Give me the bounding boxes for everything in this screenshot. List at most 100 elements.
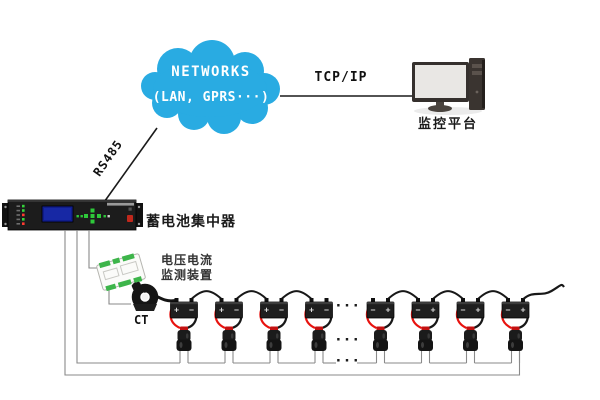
- series-wire: [235, 290, 268, 300]
- sensor-lower-body: [176, 339, 192, 351]
- polarity-mark: +: [219, 306, 224, 315]
- sensor-lower-body: [463, 339, 478, 351]
- polarity-mark: +: [386, 306, 391, 315]
- series-wire: [190, 290, 223, 300]
- polarity-mark: +: [264, 306, 269, 315]
- battery-terminal: [279, 298, 284, 303]
- battery-terminal: [431, 298, 435, 303]
- sensor-highlight: [376, 342, 379, 348]
- sensor-lower-body: [266, 339, 282, 351]
- battery-terminal: [461, 298, 465, 303]
- battery-top-highlight: [170, 302, 198, 305]
- battery-unit: +−: [169, 290, 223, 330]
- sensor-lower-body: [418, 339, 433, 351]
- sensor-upper-body: [374, 330, 387, 342]
- sensor-highlight: [179, 342, 183, 348]
- bus-row-ellipsis: ···: [336, 351, 362, 370]
- sensor-highlight: [269, 342, 273, 348]
- battery-terminal: [371, 298, 375, 303]
- battery-unit: −+: [365, 290, 419, 330]
- power-button: [127, 215, 133, 222]
- series-wire: [280, 290, 313, 300]
- sensor-highlight: [224, 342, 228, 348]
- rs485-line: [96, 127, 158, 213]
- battery-unit: +−: [304, 298, 333, 330]
- battery-concentrator-device: [2, 199, 143, 231]
- sensor-highlight: [275, 333, 279, 339]
- battery-terminal: [416, 298, 420, 303]
- status-led-column: [16, 204, 25, 225]
- sensor-lower-body: [311, 339, 327, 351]
- battery-top-highlight: [305, 302, 333, 305]
- battery-sensor-unit: [221, 326, 237, 363]
- battery-sensor-unit: [508, 326, 523, 363]
- battery-top-highlight: [457, 302, 484, 305]
- panel-model-text: [107, 202, 134, 206]
- polarity-mark: +: [476, 306, 481, 315]
- daisy-bus-start-line: [76, 230, 180, 364]
- sensor-highlight: [517, 333, 520, 339]
- battery-terminal: [324, 298, 329, 303]
- battery-unit: −+: [455, 290, 509, 330]
- polarity-mark: −: [189, 306, 194, 315]
- sensor-highlight: [230, 333, 234, 339]
- keypad-buttons: [76, 208, 110, 224]
- battery-terminal: [174, 298, 179, 303]
- battery-top-highlight: [412, 302, 439, 305]
- battery-terminal: [219, 298, 224, 303]
- sensor-upper-body: [177, 330, 191, 342]
- sensor-lower-body: [373, 339, 388, 351]
- battery-top-highlight: [260, 302, 288, 305]
- module-to-ct-line: [108, 287, 131, 305]
- sensor-upper-body: [222, 330, 236, 342]
- monitor-computer-icon: [412, 58, 485, 115]
- sensor-upper-body: [267, 330, 281, 342]
- module-label-line1: 电压电流: [161, 253, 214, 267]
- monitor-station-label: 监控平台: [417, 116, 478, 131]
- polarity-mark: +: [174, 306, 179, 315]
- polarity-mark: −: [461, 306, 466, 315]
- polarity-mark: −: [416, 306, 421, 315]
- sensor-highlight: [466, 342, 469, 348]
- sensor-highlight: [185, 333, 189, 339]
- sensor-upper-body: [312, 330, 326, 342]
- polarity-mark: −: [279, 306, 284, 315]
- sensor-highlight: [320, 333, 324, 339]
- battery-sensor-unit: [311, 326, 327, 363]
- module-label-line2: 监测装置: [161, 268, 214, 282]
- sensor-lower-body: [508, 339, 523, 351]
- sensor-row-ellipsis: ···: [336, 330, 362, 349]
- return-bus-line: [64, 230, 521, 376]
- battery-top-highlight: [215, 302, 243, 305]
- sensor-upper-body: [419, 330, 432, 342]
- battery-top-highlight: [367, 302, 394, 305]
- battery-sensor-unit: [463, 326, 478, 363]
- battery-terminal: [506, 298, 510, 303]
- lcd-display: [41, 205, 74, 223]
- battery-terminal: [476, 298, 480, 303]
- series-wire: [477, 290, 509, 300]
- battery-unit: +−: [259, 290, 313, 330]
- battery-terminal: [386, 298, 390, 303]
- cloud-label-line1: NETWORKS: [171, 64, 251, 80]
- battery-terminal: [234, 298, 239, 303]
- panel-indicator: [128, 207, 132, 211]
- polarity-mark: −: [371, 306, 376, 315]
- sensor-upper-body: [509, 330, 522, 342]
- battery-unit: −+: [500, 298, 530, 330]
- sensor-highlight: [427, 333, 431, 339]
- battery-top-highlight: [502, 302, 529, 305]
- battery-unit: −+: [410, 290, 464, 330]
- network-cloud-icon: [141, 40, 280, 134]
- signal-bus-lines: [64, 230, 521, 376]
- ct-clamp-icon: [131, 281, 176, 311]
- polarity-mark: +: [309, 306, 314, 315]
- sensor-lower-body: [221, 339, 237, 351]
- battery-sensor-unit: [266, 326, 282, 363]
- polarity-mark: +: [521, 306, 526, 315]
- battery-sensor-unit: [418, 326, 433, 363]
- cloud-label-line2: (LAN, GPRS···): [152, 90, 270, 105]
- polarity-mark: −: [324, 306, 329, 315]
